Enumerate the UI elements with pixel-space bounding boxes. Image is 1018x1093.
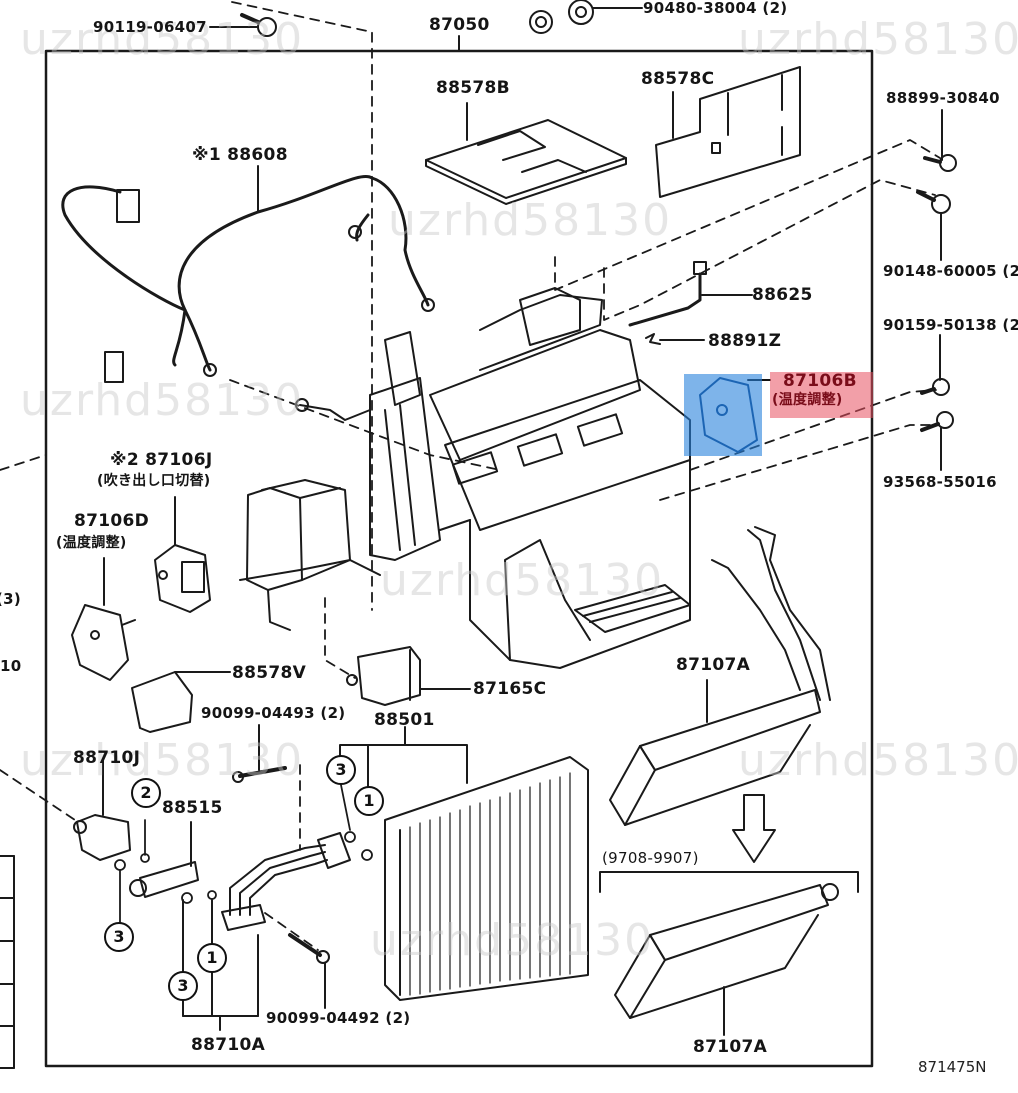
part-label-90480-38004: 90480-38004 (2) [643,0,788,17]
heater-core-87107A-upper [609,526,831,826]
part-label-87107A-upper: 87107A [676,655,751,675]
part-label-88899-30840: 88899-30840 [886,89,1000,107]
part-label-88501: 88501 [374,710,435,730]
screw-88899-30840 [923,109,957,172]
part-label-88578B: 88578B [436,78,510,98]
screw-90099-04492 [288,933,330,1009]
part-label-90099-04492: 90099-04492 (2) [266,1009,411,1027]
part-label-88625: 88625 [752,285,813,305]
part-note-87106B: (温度調整) [772,392,843,408]
screw-90099-04493 [232,724,287,783]
oring-callout: 2 [131,778,161,808]
wire-88625 [628,261,753,327]
valve-88710J [73,759,131,861]
edge-label-3: (3) [0,590,22,608]
part-note-87106J: (吹き出し口切替) [97,473,211,489]
figure-code: 871475N [918,1058,987,1076]
part-label-87106B: 87106B [783,371,857,391]
part-label-88608: ※1 88608 [192,145,288,165]
part-label-87165C: 87165C [473,679,547,699]
part-label-88891Z: 88891Z [708,331,782,351]
part-note-87106D: (温度調整) [56,535,127,551]
part-label-88710J: 88710J [73,748,141,768]
part-label-87106D: 87106D [74,511,150,531]
oring-callout: 3 [104,922,134,952]
oring-callout: 3 [326,755,356,785]
down-arrow [732,794,776,863]
evaporator-88501 [339,726,589,1001]
part-label-93568-55016: 93568-55016 [883,473,997,491]
pad-88578V [131,671,231,733]
resistor-87165C [346,646,471,706]
part-label-88515: 88515 [162,798,223,818]
dashed-guides [0,1,941,951]
screw-90159-50138 [920,334,950,396]
highlight-label-87106B [770,372,873,418]
actuator-87106J [154,496,211,613]
oring-callout: 3 [168,971,198,1001]
filter-88578B [425,102,627,205]
part-label-90159-50138: 90159-50138 (2 [883,316,1018,334]
part-label-87106J: ※2 87106J [110,450,213,470]
heater-core-87107A-lower [614,883,839,1036]
assembly-frame [44,49,874,1068]
screw-90148-60005 [916,190,951,261]
edge-label-10: 10 [0,657,22,675]
highlight-part-87106B [684,374,762,456]
part-label-90119-06407: 90119-06407 [93,18,207,36]
clip-88891Z [645,333,705,345]
left-edge-table [0,855,15,1069]
screw-93568-55016 [920,411,954,471]
expansion-valve-88515 [129,821,199,898]
filter-88578C [655,66,801,198]
oring-callout: 1 [354,786,384,816]
grommets-90480-38004 [529,0,643,34]
heater-housing [239,287,691,669]
part-label-88710A: 88710A [191,1035,266,1055]
part-label-87050: 87050 [429,15,490,35]
oring-callout: 1 [197,943,227,973]
date-range-bracket [599,871,859,893]
o-rings [114,779,373,926]
screw-90119-06407 [209,13,277,37]
part-label-90099-04493: 90099-04493 (2) [201,704,346,722]
part-label-87107A-lower: 87107A [693,1037,768,1057]
actuator-87106D [71,557,136,681]
wire-harness-88608 [61,165,435,383]
part-label-88578V: 88578V [232,663,307,683]
part-label-90148-60005: 90148-60005 (2 [883,262,1018,280]
part-label-88578C: 88578C [641,69,715,89]
date-range-label: (9708-9907) [602,849,699,867]
